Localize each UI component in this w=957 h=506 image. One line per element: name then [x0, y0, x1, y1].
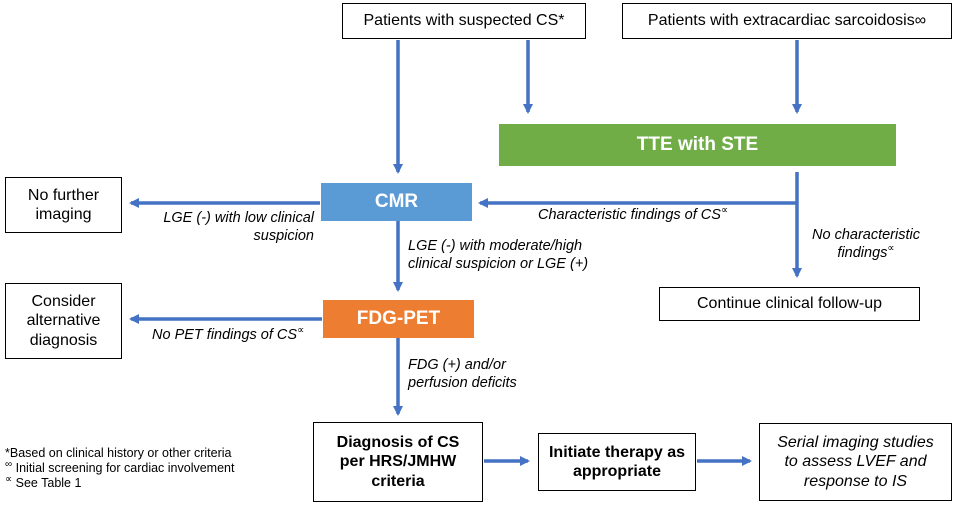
no-pet-text: No PET findings of CS [152, 327, 298, 343]
fdg-line-2: perfusion deficits [408, 375, 517, 392]
edge-label-characteristic: Characteristic findings of CS∝ [538, 206, 728, 224]
diagnosis-line-2: per HRS/JMHW [339, 453, 457, 471]
edge-label-no-characteristic: No characteristic findings∝ [804, 226, 928, 262]
lge-low-line-1: LGE (-) with low clinical [163, 210, 314, 226]
diagnosis-line-1: Diagnosis of CS [336, 434, 460, 452]
no-further-line-2: imaging [35, 206, 92, 223]
serial-imaging-box: Serial imaging studies to assess LVEF an… [759, 423, 952, 501]
lge-mod-line-1: LGE (-) with moderate/high [408, 238, 583, 254]
edge-label-lge-low: LGE (-) with low clinical suspicion [134, 209, 314, 245]
fdg-line-1: FDG (+) and/or [408, 357, 506, 373]
diagnosis-line-3: criteria [371, 472, 425, 490]
consider-line-3: diagnosis [29, 331, 98, 349]
fdg-pet-box: FDG-PET [323, 300, 474, 338]
lge-mod-line-2: clinical suspicion or LGE (+) [408, 256, 589, 273]
no-char-ref: ∝ [887, 243, 895, 255]
characteristic-text: Characteristic findings of CS [538, 207, 721, 223]
footnote-2-symbol: ∞ [5, 458, 13, 470]
tte-box: TTE with STE [499, 124, 896, 166]
continue-followup-box: Continue clinical follow-up [659, 287, 920, 321]
consider-alternative-box: Consider alternative diagnosis [5, 283, 122, 359]
characteristic-ref: ∝ [720, 205, 729, 217]
cmr-label: CMR [374, 190, 419, 212]
serial-line-1: Serial imaging studies [777, 434, 934, 452]
no-further-line-1: No further [27, 186, 100, 204]
therapy-line-2: appropriate [572, 463, 661, 480]
footnote-3-symbol: ∝ [5, 473, 13, 485]
tte-label: TTE with STE [636, 133, 759, 155]
footnotes: *Based on clinical history or other crit… [5, 446, 234, 491]
no-pet-ref: ∝ [297, 325, 305, 337]
no-char-line-2: findings [837, 245, 888, 262]
footnote-3-text: See Table 1 [12, 476, 82, 490]
lge-low-line-2: suspicion [253, 228, 314, 245]
suspected-cs-label: Patients with suspected CS* [363, 12, 565, 30]
therapy-line-1: Initiate therapy as [548, 443, 686, 461]
footnote-2: ∞ Initial screening for cardiac involvem… [5, 458, 235, 476]
no-further-imaging-box: No further imaging [5, 177, 122, 233]
fdg-pet-label: FDG-PET [356, 307, 441, 329]
continue-followup-label: Continue clinical follow-up [697, 295, 882, 313]
footnote-2-text: Initial screening for cardiac involvemen… [12, 461, 235, 475]
initiate-therapy-box: Initiate therapy as appropriate [538, 433, 696, 491]
serial-line-2: to assess LVEF and [784, 453, 927, 471]
consider-line-1: Consider [31, 293, 96, 311]
cmr-box: CMR [321, 183, 472, 221]
edge-label-no-pet: No PET findings of CS∝ [152, 326, 304, 344]
edge-label-lge-moderate: LGE (-) with moderate/high clinical susp… [408, 237, 588, 273]
consider-line-2: alternative [26, 312, 101, 330]
diagnosis-box: Diagnosis of CS per HRS/JMHW criteria [313, 422, 483, 502]
suspected-cs-box: Patients with suspected CS* [342, 3, 586, 39]
footnote-3: ∝ See Table 1 [5, 473, 234, 491]
edge-label-fdg-positive: FDG (+) and/or perfusion deficits [408, 356, 517, 392]
serial-line-3: response to IS [803, 472, 908, 490]
footnote-1: *Based on clinical history or other crit… [5, 446, 232, 460]
extracardiac-box: Patients with extracardiac sarcoidosis∞ [622, 3, 952, 39]
extracardiac-label: Patients with extracardiac sarcoidosis∞ [647, 12, 927, 30]
no-char-line-1: No characteristic [812, 227, 920, 243]
